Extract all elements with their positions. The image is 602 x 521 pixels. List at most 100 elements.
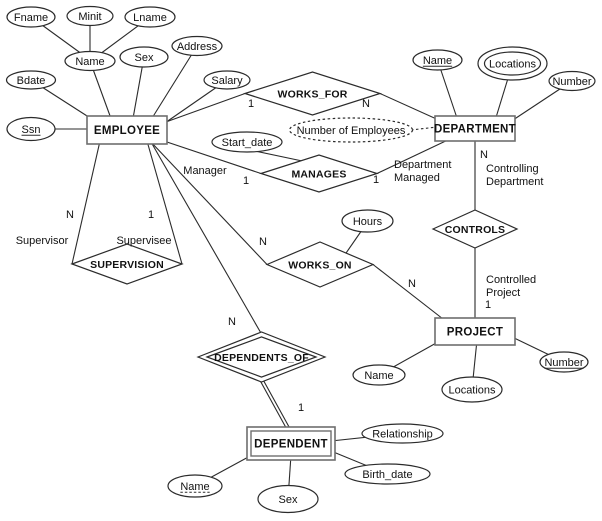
edge-number-of-employees--department <box>410 126 438 131</box>
card-dependents-of-employee: N <box>228 316 236 328</box>
entity-project <box>434 317 516 346</box>
attribute-dependent-sex <box>257 484 319 514</box>
attribute-employee-fname-label: Fname <box>14 12 48 24</box>
edge-dependents-of--dependent <box>259 380 289 431</box>
attribute-employee-fname <box>6 6 56 28</box>
relationship-dependents-of-inner <box>205 336 318 378</box>
card-works-on-project: N <box>408 278 416 290</box>
attribute-employee-sex-label: Sex <box>135 52 154 64</box>
card-manages-employee: 1 <box>243 175 249 187</box>
attribute-employee-bdate-label: Bdate <box>17 75 46 87</box>
attribute-project-locations <box>441 376 503 403</box>
attribute-department-number <box>548 70 596 92</box>
entity-employee-label: EMPLOYEE <box>94 125 160 137</box>
card-controls-project: 1 <box>485 299 491 311</box>
entity-department <box>434 115 516 142</box>
attribute-employee-salary <box>203 70 251 90</box>
attribute-department-name-label: Name <box>423 55 452 67</box>
role-department-managed-line1: Department <box>394 159 451 171</box>
attribute-dependent-birth-date <box>344 463 431 485</box>
attribute-employee-salary-label: Salary <box>211 75 243 87</box>
role-controlling-dept-line1: Controlling <box>486 163 539 175</box>
relationship-works-for <box>243 71 382 116</box>
edge-name--employee <box>89 60 114 125</box>
attribute-employee-ssn-label: Ssn <box>22 124 41 136</box>
card-manages-department: 1 <box>373 174 379 186</box>
role-controlling-dept-line2: Department <box>486 176 543 188</box>
attribute-employee-sex <box>119 46 169 68</box>
attribute-employee-minit <box>66 5 114 27</box>
attribute-number-of-employees <box>288 117 414 143</box>
attribute-department-locations <box>477 46 548 81</box>
relationship-supervision-label: SUPERVISION <box>90 259 164 271</box>
card-supervision-supervisor: N <box>66 209 74 221</box>
attribute-dependent-name-label: Name <box>180 481 209 493</box>
role-supervisor: Supervisor <box>16 235 69 247</box>
attribute-project-number-label: Number <box>544 357 583 369</box>
attribute-dependent-relationship-label: Relationship <box>372 428 433 440</box>
edge-department-name--department <box>436 59 460 125</box>
entity-dependent <box>246 426 336 461</box>
attribute-department-name <box>412 49 463 71</box>
attribute-hours-label: Hours <box>353 216 383 228</box>
card-controls-department: N <box>480 149 488 161</box>
attribute-dependent-sex-label: Sex <box>279 494 298 506</box>
edge-sex--employee <box>131 56 145 125</box>
attribute-department-locations-label: Locations <box>489 58 537 70</box>
attribute-start-date-label: Start_date <box>222 137 273 149</box>
edge-employee--manages <box>151 136 262 175</box>
edge-works-on--project <box>372 264 453 327</box>
attribute-employee-lname <box>124 6 176 28</box>
edge-employee--supervision-supervisee <box>146 140 183 265</box>
attribute-project-name-label: Name <box>364 370 393 382</box>
relationship-manages <box>259 154 379 193</box>
attribute-employee-address <box>171 35 223 57</box>
role-controlled-project-line2: Project <box>486 287 520 299</box>
card-dependents-of-dependent: 1 <box>298 402 304 414</box>
entity-project-label: PROJECT <box>447 327 503 339</box>
entity-dependent-inner <box>250 430 332 457</box>
card-works-for-department: N <box>362 98 370 110</box>
attribute-project-name <box>352 364 406 386</box>
attribute-employee-address-label: Address <box>177 41 218 53</box>
card-works-on-employee: N <box>259 236 267 248</box>
edge-employee--dependents-of <box>150 141 262 335</box>
attribute-department-number-label: Number <box>552 76 591 88</box>
attribute-department-locations-inner <box>483 51 542 76</box>
relationship-supervision <box>70 243 184 285</box>
card-supervision-supervisee: 1 <box>148 209 154 221</box>
edge-address--employee <box>148 45 198 124</box>
attribute-employee-minit-label: Minit <box>78 11 101 23</box>
edge-manages--department <box>376 137 453 174</box>
edge-hours--works-on <box>343 229 363 257</box>
attribute-dependent-relationship <box>361 423 444 444</box>
attribute-project-locations-label: Locations <box>448 384 496 396</box>
card-works-for-employee: 1 <box>248 98 254 110</box>
attribute-hours <box>341 209 394 233</box>
role-controlled-project-line1: Controlled <box>486 274 536 286</box>
entity-department-label: DEPARTMENT <box>434 124 516 136</box>
attribute-employee-name-label: Name <box>75 56 104 68</box>
role-manager: Manager <box>183 165 227 177</box>
attribute-number-of-employees-label: Number of Employees <box>297 125 406 137</box>
edge-dependents-of--dependent <box>262 379 291 430</box>
relationship-dependents-of <box>196 331 327 383</box>
attribute-employee-lname-label: Lname <box>133 12 167 24</box>
attribute-project-number <box>539 351 589 373</box>
relationship-works-for-label: WORKS_FOR <box>277 88 347 100</box>
attribute-employee-ssn <box>6 116 56 142</box>
relationship-dependents-of-label: DEPENDENTS_OF <box>214 352 309 364</box>
edge-start-date--manages <box>249 149 308 163</box>
attribute-dependent-name <box>167 474 223 498</box>
attribute-employee-bdate <box>5 70 57 90</box>
relationship-controls <box>431 209 519 249</box>
edge-employee--supervision-supervisor <box>71 140 101 265</box>
relationship-works-on-label: WORKS_ON <box>288 259 351 271</box>
attribute-start-date <box>211 131 283 153</box>
entity-employee <box>86 115 168 145</box>
entity-dependent-label: DEPENDENT <box>254 439 328 451</box>
attribute-dependent-birth-date-label: Birth_date <box>362 469 412 481</box>
attribute-employee-name <box>64 50 116 72</box>
